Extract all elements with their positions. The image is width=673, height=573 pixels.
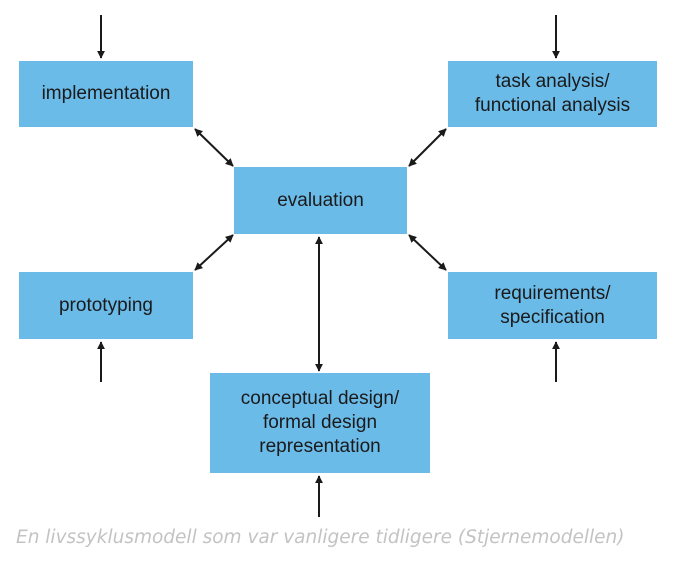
evaluation-label: evaluation — [277, 189, 364, 211]
implementation-label: implementation — [41, 83, 171, 104]
link-task-analysis-evaluation — [408, 128, 447, 167]
task-analysis-label: task analysis/ functional analysis — [474, 71, 631, 116]
prototyping-label: prototyping — [58, 294, 153, 316]
implementation-box: implementation — [19, 61, 193, 127]
conceptual-design-box: conceptual design/ formal design represe… — [210, 373, 430, 473]
task-analysis-box: task analysis/ functional analysis — [448, 61, 657, 127]
link-requirements-evaluation — [408, 234, 447, 271]
requirements-box: requirements/ specification — [448, 272, 657, 339]
requirements-label: requirements/ specification — [494, 282, 611, 328]
conceptual-design-label: conceptual design/ formal design represe… — [240, 388, 400, 457]
link-implementation-evaluation — [194, 128, 234, 167]
prototyping-box: prototyping — [19, 272, 193, 339]
link-prototyping-evaluation — [194, 234, 234, 271]
evaluation-box: evaluation — [234, 167, 407, 234]
figure-caption: En livssyklusmodell som var vanligere ti… — [16, 527, 625, 548]
